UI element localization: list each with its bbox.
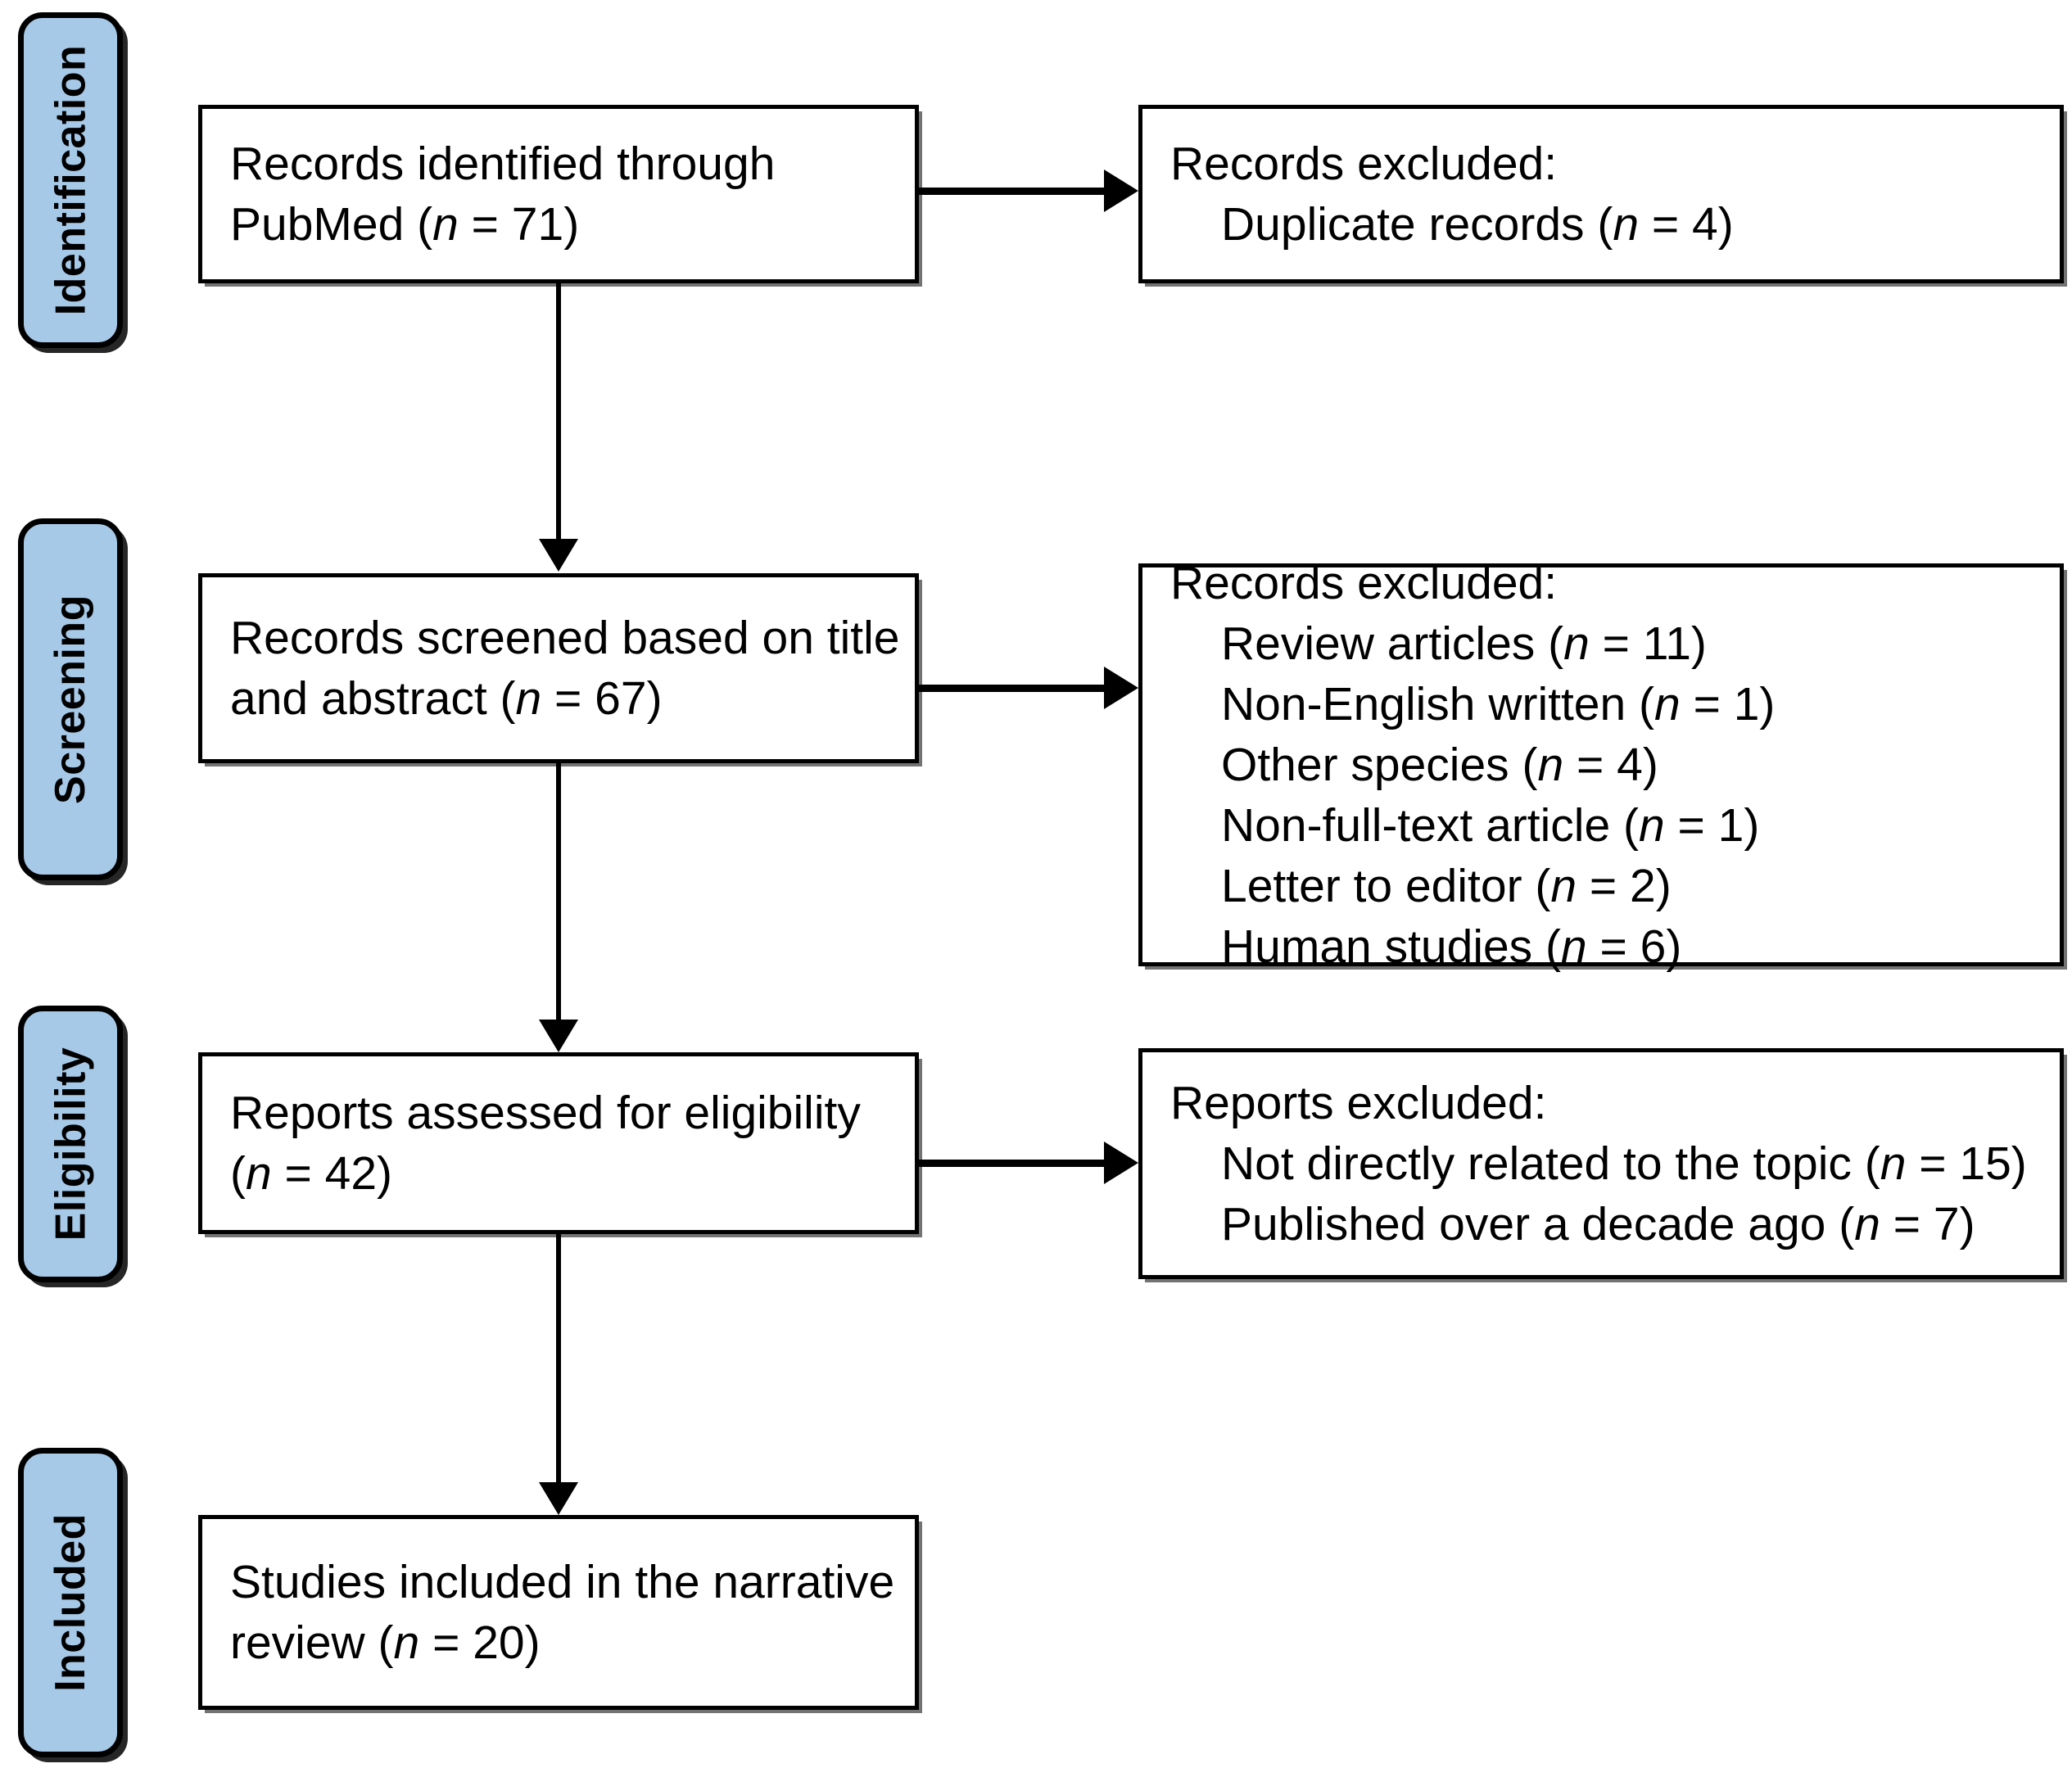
- connector-assessed-to-reports-excluded: [919, 1160, 1109, 1167]
- box-studies-included-line-1: Studies included in the narrative: [230, 1555, 895, 1608]
- stage-tab-identification: Identification: [18, 12, 123, 348]
- box-records-identified-line-2: PubMed (n = 71): [230, 198, 580, 251]
- box-records-excluded-identification-heading: Records excluded:: [1170, 137, 1558, 190]
- box-records-excluded-screening-heading: Records excluded:: [1170, 556, 1558, 609]
- arrow-identified-to-screened: [539, 539, 578, 572]
- box-reports-assessed: Reports assessed for eligibility (n = 42…: [198, 1052, 919, 1234]
- box-reports-excluded-eligibility-item-2: Published over a decade ago (n = 7): [1221, 1198, 1975, 1251]
- box-reports-excluded-eligibility: Reports excluded: Not directly related t…: [1138, 1048, 2064, 1279]
- stage-tab-screening: Screening: [18, 518, 123, 880]
- connector-identified-to-screened: [556, 283, 561, 542]
- box-records-screened-line-1: Records screened based on title: [230, 611, 900, 664]
- box-records-excluded-screening: Records excluded: Review articles (n = 1…: [1138, 557, 2064, 973]
- box-records-excluded-screening-item-2: Non-English written (n = 1): [1221, 677, 1776, 730]
- arrow-identified-to-excluded: [1104, 170, 1138, 212]
- box-records-excluded-screening-item-6: Human studies (n = 6): [1221, 920, 1682, 974]
- connector-assessed-to-included: [556, 1232, 561, 1486]
- box-records-excluded-screening-item-4: Non-full-text article (n = 1): [1221, 799, 1760, 852]
- connector-screened-to-assessed: [556, 762, 561, 1024]
- box-records-identified-line-1: Records identified through: [230, 137, 776, 190]
- stage-tab-screening-label: Screening: [47, 595, 95, 804]
- box-reports-assessed-line-1: Reports assessed for eligibility: [230, 1086, 861, 1139]
- stage-tab-eligibility: Eligibility: [18, 1006, 123, 1282]
- box-records-excluded-identification-item-1: Duplicate records (n = 4): [1221, 198, 1734, 251]
- box-studies-included: Studies included in the narrative review…: [198, 1515, 919, 1710]
- stage-tab-identification-label: Identification: [47, 44, 94, 316]
- box-records-identified: Records identified through PubMed (n = 7…: [198, 105, 919, 283]
- box-reports-assessed-line-2: (n = 42): [230, 1147, 393, 1200]
- arrow-assessed-to-included: [539, 1482, 578, 1515]
- box-records-excluded-screening-item-5: Letter to editor (n = 2): [1221, 860, 1672, 913]
- arrow-assessed-to-reports-excluded: [1104, 1142, 1138, 1184]
- box-reports-excluded-eligibility-item-1: Not directly related to the topic (n = 1…: [1221, 1137, 2027, 1190]
- box-records-screened: Records screened based on title and abst…: [198, 573, 919, 763]
- box-records-screened-line-2: and abstract (n = 67): [230, 672, 663, 725]
- arrow-screened-to-assessed: [539, 1020, 578, 1052]
- stage-tab-eligibility-label: Eligibility: [47, 1047, 95, 1241]
- box-reports-excluded-eligibility-heading: Reports excluded:: [1170, 1076, 1547, 1129]
- stage-tab-included: Included: [18, 1448, 123, 1757]
- stage-tab-included-label: Included: [47, 1513, 95, 1692]
- box-studies-included-line-2: review (n = 20): [230, 1617, 541, 1669]
- box-records-excluded-screening-item-3: Other species (n = 4): [1221, 738, 1658, 791]
- arrow-screened-to-excluded: [1104, 667, 1138, 709]
- connector-identified-to-excluded: [919, 188, 1109, 195]
- box-records-excluded-screening-item-1: Review articles (n = 11): [1221, 617, 1707, 670]
- box-records-excluded-identification: Records excluded: Duplicate records (n =…: [1138, 105, 2064, 283]
- connector-screened-to-excluded: [919, 685, 1109, 692]
